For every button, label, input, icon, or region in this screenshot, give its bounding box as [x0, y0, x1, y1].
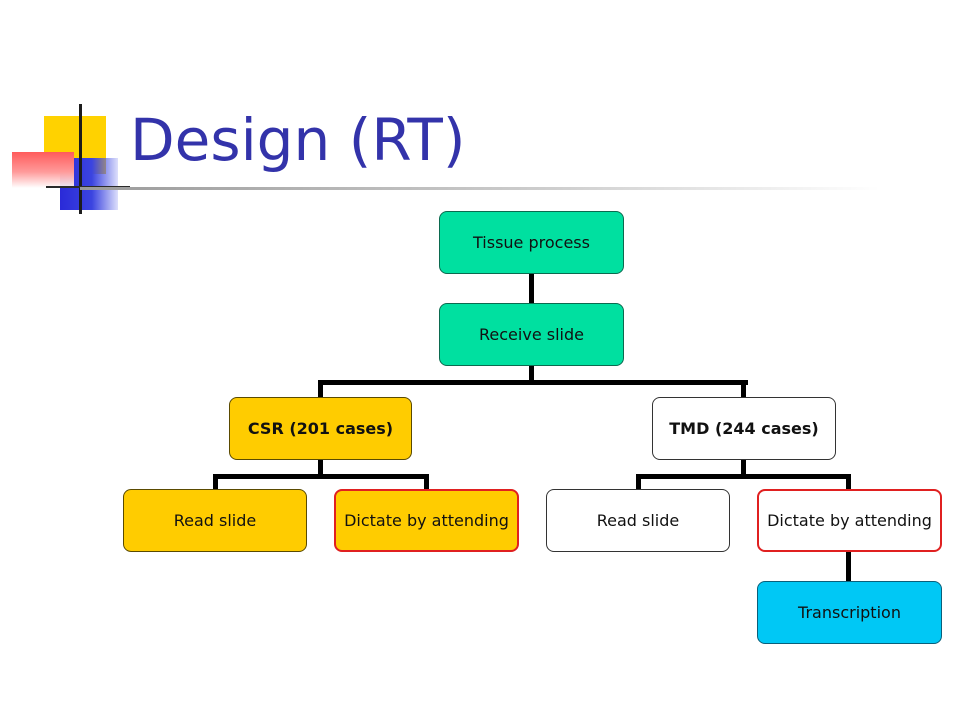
connector-to-tmd [741, 380, 746, 398]
connector-to-csr-dictate [424, 474, 429, 490]
connector-tmd-bar [636, 474, 851, 479]
title-underline-rule [80, 187, 880, 190]
connector-to-tmd-dictate [846, 474, 851, 490]
decorative-red-gradient [12, 152, 74, 188]
connector-csr-down [318, 459, 323, 476]
node-transcription: Transcription [757, 581, 942, 644]
node-tmd-dictate: Dictate by attending [757, 489, 942, 552]
node-tissue-process-label: Tissue process [473, 233, 590, 252]
node-csr-dictate: Dictate by attending [334, 489, 519, 552]
decorative-vertical-line [79, 104, 82, 214]
slide-title: Design (RT) [130, 106, 466, 174]
connector-to-csr [318, 380, 323, 398]
node-csr-dictate-label: Dictate by attending [344, 511, 509, 530]
connector-csr-bar [213, 474, 429, 479]
node-csr-read-slide-label: Read slide [173, 511, 257, 530]
connector-to-tmd-read [636, 474, 641, 490]
connector-tmd-down [741, 459, 746, 476]
node-tmd-read-slide-label: Read slide [596, 511, 680, 530]
node-transcription-label: Transcription [798, 603, 901, 622]
connector-root-to-receive [529, 273, 534, 304]
node-tmd-label: TMD (244 cases) [669, 419, 819, 438]
node-csr: CSR (201 cases) [229, 397, 412, 460]
connector-to-csr-read [213, 474, 218, 490]
connector-level2-bar [318, 380, 748, 385]
connector-receive-down [529, 366, 534, 382]
node-tmd-read-slide: Read slide [546, 489, 730, 552]
node-tmd-dictate-label: Dictate by attending [767, 511, 932, 530]
node-receive-slide-label: Receive slide [479, 325, 584, 344]
node-tissue-process: Tissue process [439, 211, 624, 274]
node-csr-label: CSR (201 cases) [247, 419, 394, 438]
node-tmd: TMD (244 cases) [652, 397, 836, 460]
connector-to-transcription [846, 551, 851, 582]
node-csr-read-slide: Read slide [123, 489, 307, 552]
node-receive-slide: Receive slide [439, 303, 624, 366]
